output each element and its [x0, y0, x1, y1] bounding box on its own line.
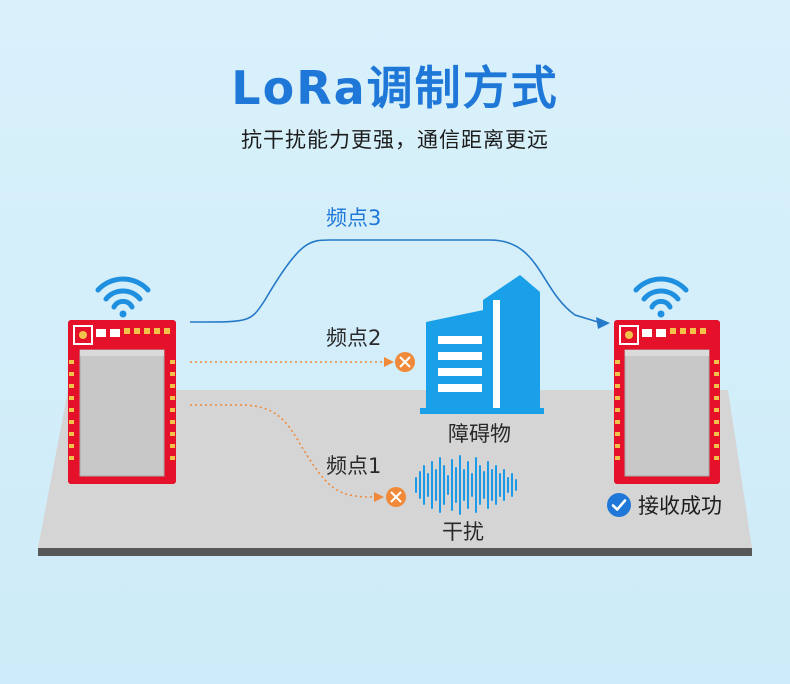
- channel1-label: 频点1: [326, 454, 382, 478]
- receive-status-text: 接收成功: [638, 494, 722, 518]
- platform-edge: [38, 548, 752, 556]
- channel3-label: 频点3: [326, 206, 382, 230]
- platform-top: [38, 390, 752, 548]
- channel1-path: [190, 404, 373, 498]
- close-circle-icon: [386, 487, 406, 507]
- interference-label: 干扰: [442, 520, 484, 544]
- channel3-path: [189, 239, 599, 323]
- noise-wave-icon: [415, 455, 517, 515]
- channel2-label: 频点2: [326, 326, 382, 350]
- wifi-icon: [633, 276, 689, 318]
- arrow-head: [384, 357, 394, 367]
- page-title: LoRa调制方式: [231, 61, 559, 115]
- building-icon: [420, 275, 544, 414]
- arrow-head: [596, 317, 610, 329]
- wifi-icon: [95, 276, 151, 318]
- arrow-head: [374, 492, 384, 502]
- obstacle-label: 障碍物: [448, 422, 511, 446]
- receive-status: 接收成功: [606, 490, 722, 520]
- page-subtitle: 抗干扰能力更强，通信距离更远: [241, 128, 549, 152]
- close-circle-icon: [395, 352, 415, 372]
- check-circle-icon: [607, 493, 631, 517]
- lora-module-right: [614, 320, 720, 484]
- lora-module-left: [68, 320, 176, 484]
